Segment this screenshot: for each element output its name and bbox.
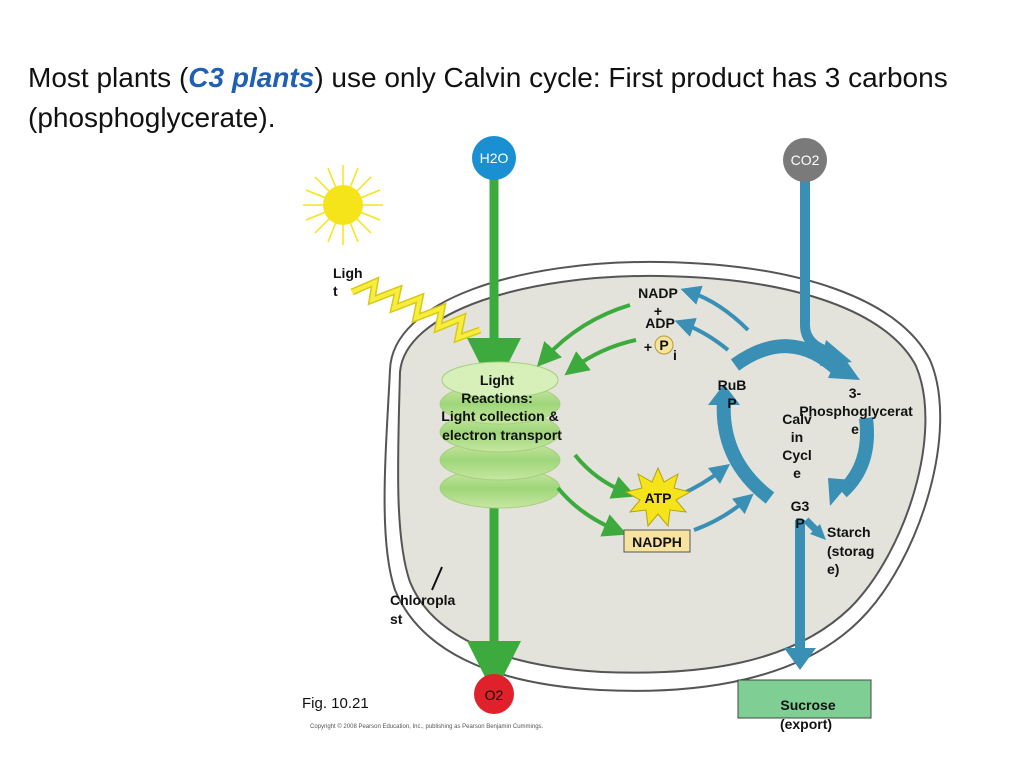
- h2o-label: H2O: [480, 150, 509, 166]
- g3p-label-1: G3: [791, 498, 810, 514]
- starch-label-1: Starch: [827, 524, 871, 540]
- g3p-label-2: P: [795, 515, 804, 531]
- co2-label: CO2: [791, 152, 820, 168]
- h2o-node: H2O: [472, 136, 516, 180]
- plus-label: +: [644, 339, 652, 355]
- calvin-label-1: Calv: [782, 411, 812, 427]
- light-reactions-4: electron transport: [442, 427, 562, 443]
- calvin-arc-top-head: [828, 352, 860, 380]
- nadph-output-arrow: [556, 486, 628, 537]
- calvin-label-2: in: [791, 429, 803, 445]
- adp-return-arrow: [564, 338, 637, 376]
- rubp-label-1: RuB: [718, 377, 747, 393]
- light-zigzag-inner: [351, 278, 481, 342]
- nadp-return-arrow: [536, 303, 631, 367]
- sun-icon: [303, 165, 383, 245]
- chloroplast-pointer: [431, 566, 443, 591]
- calvin-label-3: Cycl: [782, 447, 812, 463]
- nadph-to-calvin-arrow: [693, 493, 754, 532]
- starch-label-3: e): [827, 561, 839, 577]
- heading-part-1: Most plants (: [28, 62, 189, 93]
- sucrose-label-2: (export): [780, 716, 832, 732]
- calvin-arc-right-head: [828, 478, 852, 506]
- light-label-1: Ligh: [333, 265, 363, 281]
- chloroplast-label-1: Chloropla: [390, 592, 456, 608]
- starch-arrow-head: [810, 524, 826, 540]
- phosphate-icon: [654, 335, 674, 355]
- nadph-label: NADPH: [632, 534, 682, 550]
- copyright-text: Copyright © 2008 Pearson Education, Inc.…: [310, 723, 544, 730]
- figure-label: Fig. 10.21: [302, 695, 369, 712]
- atp-output-arrow: [573, 453, 637, 499]
- light-reactions-1: Light: [480, 372, 515, 388]
- atp-label: ATP: [645, 490, 672, 506]
- light-reactions-2: Reactions:: [461, 390, 533, 406]
- rubp-label-2: P: [727, 395, 736, 411]
- sucrose-label-1: Sucrose: [780, 697, 835, 713]
- nadp-label-1: NADP: [638, 285, 678, 301]
- grana-stack: [439, 361, 561, 509]
- calvin-to-nadp-arrow: [680, 285, 750, 332]
- calvin-arc-top: [730, 339, 843, 376]
- calvin-arc-right: [837, 417, 874, 498]
- light-label-2: t: [333, 283, 338, 299]
- adp-label: ADP: [645, 315, 675, 331]
- light-reactions-3: Light collection &: [441, 408, 558, 424]
- calvin-arc-left: [716, 399, 775, 504]
- atp-burst: ATP: [624, 466, 692, 528]
- heading-emphasis: C3 plants: [188, 62, 315, 93]
- pga-label-1: 3-: [849, 385, 862, 401]
- pga-label-2: Phosphoglycerat: [799, 403, 913, 419]
- slide-heading: Most plants (C3 plants) use only Calvin …: [28, 58, 988, 138]
- calvin-to-adp-arrow: [674, 318, 730, 352]
- i-subscript: i: [673, 347, 677, 363]
- sucrose-arrow-head: [784, 648, 816, 670]
- starch-arrow: [803, 517, 819, 533]
- co2-node: CO2: [783, 138, 827, 182]
- calvin-label-4: e: [793, 465, 801, 481]
- o2-label: O2: [485, 687, 504, 703]
- pga-label-3: e: [851, 421, 859, 437]
- starch-label-2: (storag: [827, 543, 874, 559]
- o2-node: O2: [474, 674, 514, 714]
- heading-part-2: ) use only Calvin cycle: First product h…: [28, 62, 948, 133]
- sucrose-box: Sucrose (export): [737, 679, 872, 732]
- nadph-box: NADPH: [623, 529, 691, 553]
- nadp-label-2: +: [654, 303, 662, 319]
- calvin-arc-left-head: [708, 384, 740, 405]
- p-label: P: [659, 337, 668, 353]
- chloroplast-label-2: st: [390, 611, 403, 627]
